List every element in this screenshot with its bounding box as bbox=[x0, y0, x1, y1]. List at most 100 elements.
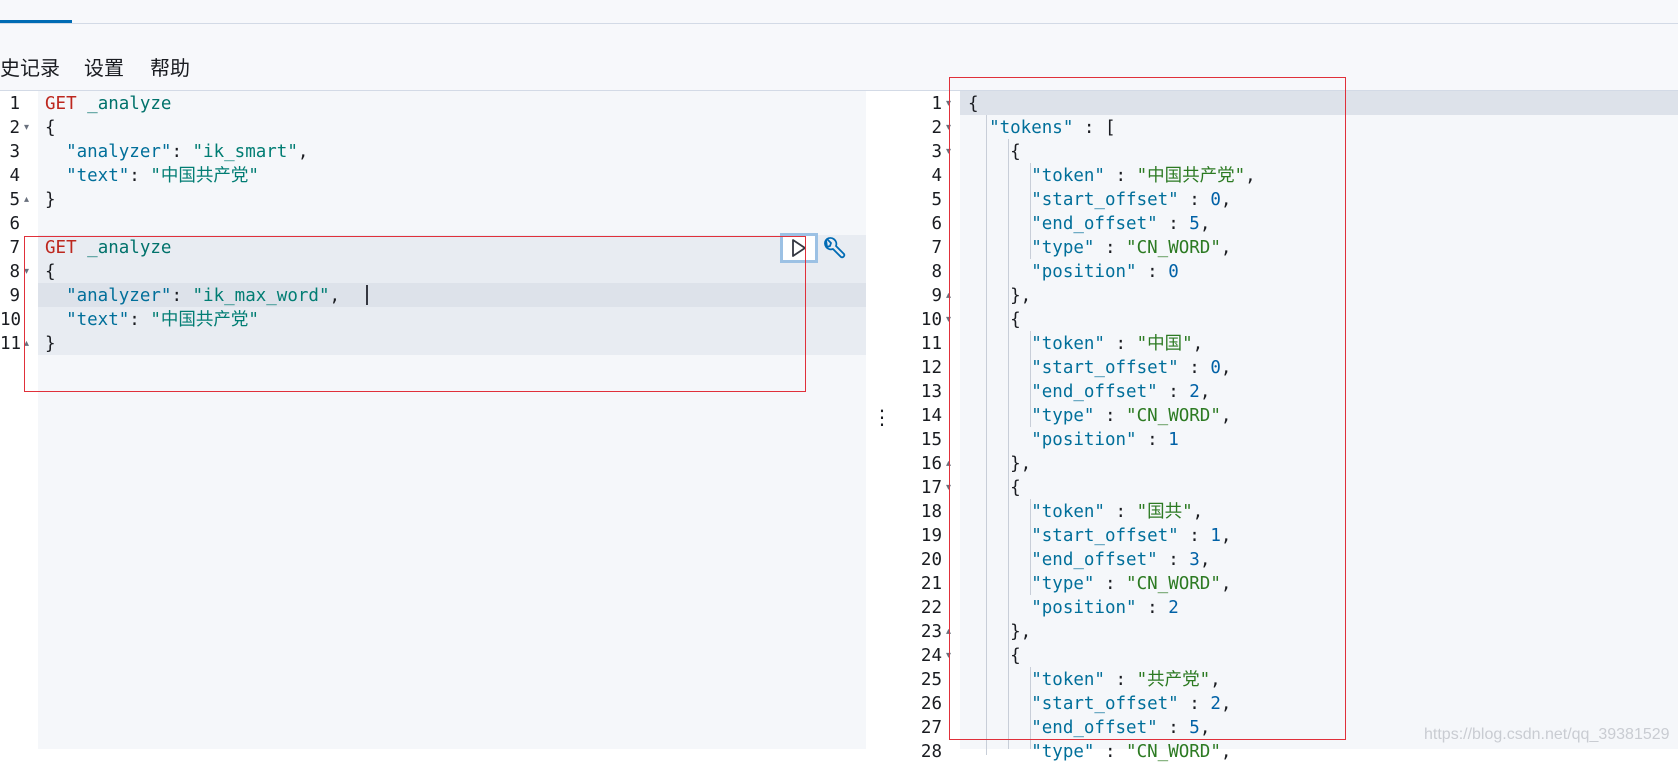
code-line[interactable]: "position" : 2 bbox=[968, 596, 1179, 620]
line-number: 4 bbox=[9, 166, 20, 186]
code-line[interactable]: }, bbox=[968, 284, 1031, 308]
code-token bbox=[45, 166, 66, 186]
code-line[interactable]: } bbox=[45, 188, 56, 212]
code-line[interactable]: "token" : "共产党", bbox=[968, 668, 1221, 692]
code-line[interactable]: { bbox=[968, 308, 1021, 332]
code-line[interactable]: } bbox=[45, 332, 56, 356]
response-active-line bbox=[960, 91, 1678, 115]
code-token: "text" bbox=[66, 310, 130, 330]
run-request-button[interactable] bbox=[780, 233, 818, 263]
line-number: 23 bbox=[920, 622, 942, 642]
fold-toggle-collapse-icon[interactable]: ▾ bbox=[946, 650, 952, 661]
fold-toggle-expand-icon[interactable]: ▴ bbox=[24, 194, 30, 205]
line-number: 11 bbox=[920, 334, 942, 354]
code-line[interactable]: "end_offset" : 3, bbox=[968, 548, 1210, 572]
code-line[interactable]: "type" : "CN_WORD", bbox=[968, 404, 1231, 428]
fold-toggle-collapse-icon[interactable]: ▾ bbox=[24, 122, 30, 133]
code-line[interactable]: "analyzer": "ik_max_word", bbox=[45, 284, 340, 308]
code-line[interactable]: }, bbox=[968, 620, 1031, 644]
code-token: , bbox=[1220, 526, 1232, 546]
code-line[interactable]: "type" : "CN_WORD", bbox=[968, 572, 1231, 596]
code-token bbox=[968, 166, 1031, 186]
code-line[interactable]: "analyzer": "ik_smart", bbox=[45, 140, 308, 164]
fold-toggle-collapse-icon[interactable]: ▾ bbox=[24, 266, 30, 277]
code-line[interactable]: "end_offset" : 2, bbox=[968, 380, 1210, 404]
code-token: "共产党" bbox=[1136, 670, 1211, 690]
code-line[interactable]: "start_offset" : 0, bbox=[968, 356, 1231, 380]
code-token: : bbox=[1136, 262, 1169, 282]
code-line[interactable]: "type" : "CN_WORD", bbox=[968, 740, 1231, 764]
code-line[interactable]: "start_offset" : 0, bbox=[968, 188, 1231, 212]
code-token: 2 bbox=[1168, 598, 1179, 618]
fold-toggle-collapse-icon[interactable]: ▾ bbox=[946, 146, 952, 157]
code-token: "type" bbox=[1031, 238, 1095, 258]
code-line[interactable]: "tokens" : [ bbox=[968, 116, 1115, 140]
line-number: 2 bbox=[9, 118, 20, 138]
indent-guide bbox=[1030, 331, 1031, 427]
code-token: "type" bbox=[1031, 574, 1095, 594]
play-icon bbox=[792, 239, 806, 257]
code-line[interactable]: GET _analyze bbox=[45, 92, 171, 116]
response-viewer[interactable]: 1▾{2▾ "tokens" : [3▾ {4 "token" : "中国共产党… bbox=[888, 91, 1678, 762]
menu-settings[interactable]: 设置 bbox=[84, 58, 124, 80]
code-line[interactable]: { bbox=[968, 92, 979, 116]
line-number: 10 bbox=[920, 310, 942, 330]
code-line[interactable]: "token" : "国共", bbox=[968, 500, 1203, 524]
code-token: 3 bbox=[1189, 550, 1200, 570]
code-line[interactable]: "start_offset" : 1, bbox=[968, 524, 1231, 548]
code-token bbox=[968, 406, 1031, 426]
code-line[interactable]: "position" : 0 bbox=[968, 260, 1179, 284]
code-token: , bbox=[1220, 742, 1232, 762]
code-line[interactable]: "end_offset" : 5, bbox=[968, 716, 1210, 740]
code-line[interactable]: "token" : "中国共产党", bbox=[968, 164, 1256, 188]
code-line[interactable]: { bbox=[968, 140, 1021, 164]
fold-toggle-expand-icon[interactable]: ▴ bbox=[946, 290, 952, 301]
code-line[interactable]: "start_offset" : 2, bbox=[968, 692, 1231, 716]
code-token: { bbox=[45, 118, 56, 138]
request-options-button[interactable] bbox=[820, 234, 848, 262]
fold-toggle-expand-icon[interactable]: ▴ bbox=[946, 458, 952, 469]
code-token bbox=[968, 238, 1031, 258]
code-token: : bbox=[129, 310, 151, 330]
line-number: 3 bbox=[9, 142, 20, 162]
line-number: 7 bbox=[931, 238, 942, 258]
request-editor-content[interactable] bbox=[38, 91, 866, 749]
code-line[interactable]: "token" : "中国", bbox=[968, 332, 1203, 356]
fold-toggle-collapse-icon[interactable]: ▾ bbox=[946, 122, 952, 133]
code-token: : bbox=[1157, 214, 1190, 234]
code-line[interactable]: "position" : 1 bbox=[968, 428, 1179, 452]
code-line[interactable]: "text": "中国共产党" bbox=[45, 164, 259, 188]
code-line[interactable]: GET _analyze bbox=[45, 236, 171, 260]
code-token: : bbox=[1178, 358, 1211, 378]
code-token: "start_offset" bbox=[1031, 358, 1179, 378]
line-number: 6 bbox=[931, 214, 942, 234]
code-line[interactable]: { bbox=[968, 644, 1021, 668]
code-line[interactable]: "text": "中国共产党" bbox=[45, 308, 259, 332]
code-token: 5 bbox=[1189, 214, 1200, 234]
code-line[interactable]: { bbox=[45, 116, 56, 140]
code-token bbox=[968, 334, 1031, 354]
code-line[interactable]: { bbox=[968, 476, 1021, 500]
fold-toggle-collapse-icon[interactable]: ▾ bbox=[946, 482, 952, 493]
fold-toggle-collapse-icon[interactable]: ▾ bbox=[946, 98, 952, 109]
code-token: : bbox=[129, 166, 151, 186]
line-number: 1 bbox=[9, 94, 20, 114]
line-number: 20 bbox=[920, 550, 942, 570]
code-line[interactable]: "end_offset" : 5, bbox=[968, 212, 1210, 236]
code-token bbox=[77, 94, 88, 114]
code-token: 2 bbox=[1210, 694, 1221, 714]
menu-history[interactable]: 史记录 bbox=[0, 58, 60, 80]
code-line[interactable]: }, bbox=[968, 452, 1031, 476]
line-number: 10 bbox=[0, 310, 22, 330]
code-token: 1 bbox=[1210, 526, 1221, 546]
fold-toggle-expand-icon[interactable]: ▴ bbox=[24, 338, 30, 349]
menu-help[interactable]: 帮助 bbox=[150, 58, 190, 80]
code-token bbox=[968, 670, 1031, 690]
resizer-handle-icon[interactable]: ⋮ bbox=[872, 407, 892, 429]
code-line[interactable]: "type" : "CN_WORD", bbox=[968, 236, 1231, 260]
code-line[interactable]: { bbox=[45, 260, 56, 284]
fold-toggle-collapse-icon[interactable]: ▾ bbox=[946, 314, 952, 325]
fold-toggle-expand-icon[interactable]: ▴ bbox=[946, 626, 952, 637]
pane-resizer[interactable] bbox=[866, 91, 888, 749]
